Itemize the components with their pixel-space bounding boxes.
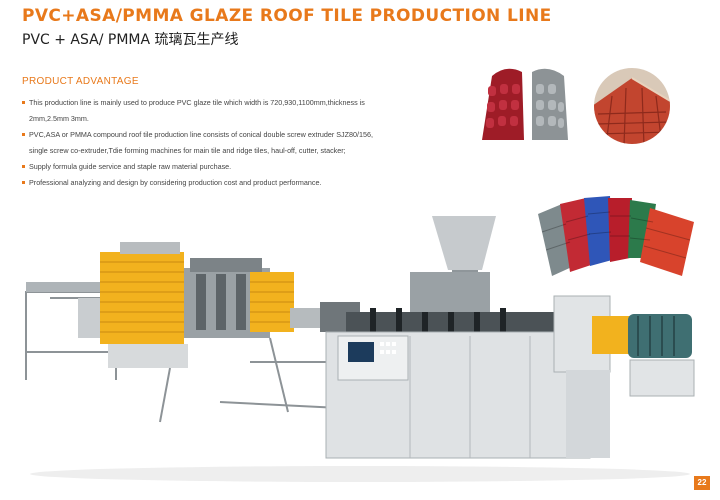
roof-photo	[594, 68, 670, 144]
list-item-continuation: single screw co-extruder,Tdie forming ma…	[29, 146, 346, 155]
advantage-list: This production line is mainly used to p…	[22, 95, 452, 191]
page-subtitle: PVC + ASA/ PMMA 琉璃瓦生产线	[22, 32, 239, 48]
page-number: 22	[694, 476, 710, 490]
section-heading: PRODUCT ADVANTAGE	[22, 76, 139, 87]
list-item-continuation: 2mm,2.5mm 3mm.	[29, 114, 89, 123]
tile-sample-photo	[482, 68, 568, 140]
list-item: Supply formula guide service and staple …	[22, 159, 452, 175]
list-item: Professional analyzing and design by con…	[22, 175, 452, 191]
list-item: This production line is mainly used to p…	[22, 95, 452, 111]
colored-tiles-photo	[538, 196, 694, 276]
production-line-photo	[25, 216, 695, 482]
page-title: PVC+ASA/PMMA GLAZE ROOF TILE PRODUCTION …	[22, 6, 552, 26]
list-item: PVC,ASA or PMMA compound roof tile produ…	[22, 127, 452, 143]
